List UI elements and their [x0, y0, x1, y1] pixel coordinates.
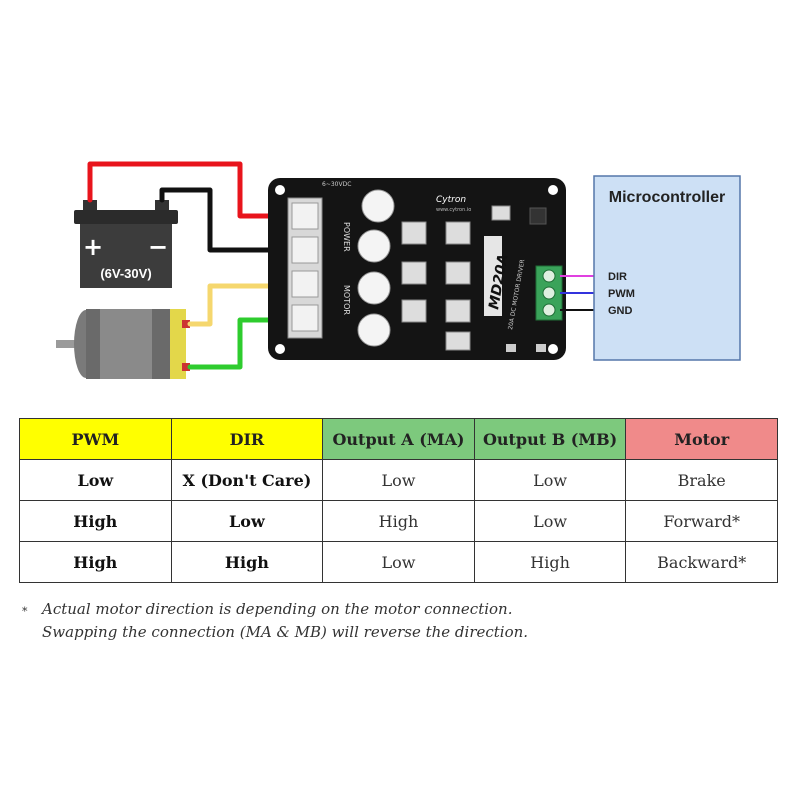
wire-green	[187, 317, 273, 370]
cell-pwm: Low	[19, 459, 172, 501]
pushbutton-2	[536, 344, 546, 352]
cell-output-b: High	[473, 541, 627, 583]
mosfet-7	[445, 331, 471, 351]
wire-yellow	[187, 283, 273, 327]
header-dir: DIR	[170, 418, 324, 460]
battery-voltage-label: (6V-30V)	[100, 266, 151, 281]
header-output-a: Output A (MA)	[322, 418, 475, 460]
wires	[87, 161, 273, 370]
pushbutton-1	[506, 344, 516, 352]
cell-output-a: Low	[322, 459, 475, 501]
driver-board: 6~30VDC POWER MOTOR MD20A 20A DC MOTOR D…	[268, 178, 566, 360]
cell-dir: High	[170, 541, 324, 583]
wire-black	[159, 187, 273, 253]
mcu-pin-dir: DIR	[608, 271, 627, 283]
cell-motor: Forward*	[625, 500, 778, 542]
cell-output-b: Low	[473, 459, 627, 501]
capacitor-4	[357, 313, 391, 347]
cell-dir: Low	[170, 500, 324, 542]
screw-terminal-4	[291, 304, 319, 332]
table-row: Low X (Don't Care) Low Low Brake	[19, 459, 778, 501]
cell-motor: Backward*	[625, 541, 778, 583]
board-motor-label: MOTOR	[342, 285, 351, 315]
board-brand: Cytron	[436, 195, 466, 205]
board-voltage-label: 6~30VDC	[322, 181, 351, 188]
battery-terminal-right	[155, 200, 169, 212]
microcontroller-title: Microcontroller	[609, 189, 725, 206]
mosfet-3	[401, 299, 427, 323]
signal-screw-pwm	[542, 286, 556, 300]
table-row: High Low High Low Forward*	[19, 500, 778, 542]
mosfet-4	[445, 221, 471, 245]
mount-hole-bl	[275, 344, 285, 354]
screw-terminal-3	[291, 270, 319, 298]
regulator-chip	[491, 205, 511, 221]
wire-red	[87, 161, 273, 219]
mosfet-2	[401, 261, 427, 285]
mosfet-5	[445, 261, 471, 285]
footnote-marker: *	[22, 605, 28, 618]
cell-output-b: Low	[473, 500, 627, 542]
battery-minus: −	[148, 233, 168, 261]
board-power-label: POWER	[342, 222, 351, 252]
mount-hole-tl	[275, 185, 285, 195]
motor-lug-top	[182, 320, 190, 328]
capacitor-2	[357, 229, 391, 263]
battery-terminal-left	[83, 200, 97, 212]
signal-screw-gnd	[542, 303, 556, 317]
header-output-b: Output B (MB)	[473, 418, 627, 460]
truth-table: PWM DIR Output A (MA) Output B (MB) Moto…	[19, 418, 778, 583]
capacitor-1	[361, 189, 395, 223]
motor-band	[100, 309, 152, 379]
capacitor-3	[357, 271, 391, 305]
mount-hole-tr	[548, 185, 558, 195]
mosfet-6	[445, 299, 471, 323]
footnote-line-1: Actual motor direction is depending on t…	[42, 600, 513, 618]
model-label-plate	[484, 236, 502, 316]
mosfet-1	[401, 221, 427, 245]
header-pwm: PWM	[19, 418, 172, 460]
wiring-diagram: + − (6V-30V) 6~30VDC POWER MOTOR	[56, 161, 741, 379]
footnote-line-2: Swapping the connection (MA & MB) will r…	[42, 623, 529, 641]
cell-dir: X (Don't Care)	[170, 459, 324, 501]
header-motor: Motor	[625, 418, 778, 460]
battery: + − (6V-30V)	[74, 200, 178, 288]
cell-output-a: High	[322, 500, 475, 542]
mcu-pin-gnd: GND	[608, 305, 633, 317]
microcontroller: Microcontroller DIR PWM GND	[593, 175, 741, 361]
table-row: High High Low High Backward*	[19, 541, 778, 583]
mcu-pin-pwm: PWM	[608, 288, 635, 300]
battery-top	[74, 210, 178, 224]
motor-lug-bottom	[182, 363, 190, 371]
cell-pwm: High	[19, 500, 172, 542]
cell-motor: Brake	[625, 459, 778, 501]
battery-plus: +	[83, 233, 103, 261]
signal-screw-dir	[542, 269, 556, 283]
battery-body	[80, 224, 172, 288]
screw-terminal-2	[291, 236, 319, 264]
screw-terminal-1	[291, 202, 319, 230]
cell-output-a: Low	[322, 541, 475, 583]
table-header-row: PWM DIR Output A (MA) Output B (MB) Moto…	[19, 418, 778, 460]
ic-chip	[529, 207, 547, 225]
dc-motor	[56, 309, 190, 379]
mount-hole-br	[548, 344, 558, 354]
board-website: www.cytron.io	[436, 207, 471, 213]
cell-pwm: High	[19, 541, 172, 583]
footnote: * Actual motor direction is depending on…	[22, 598, 528, 644]
motor-shaft	[56, 340, 80, 348]
microcontroller-box	[593, 175, 741, 361]
